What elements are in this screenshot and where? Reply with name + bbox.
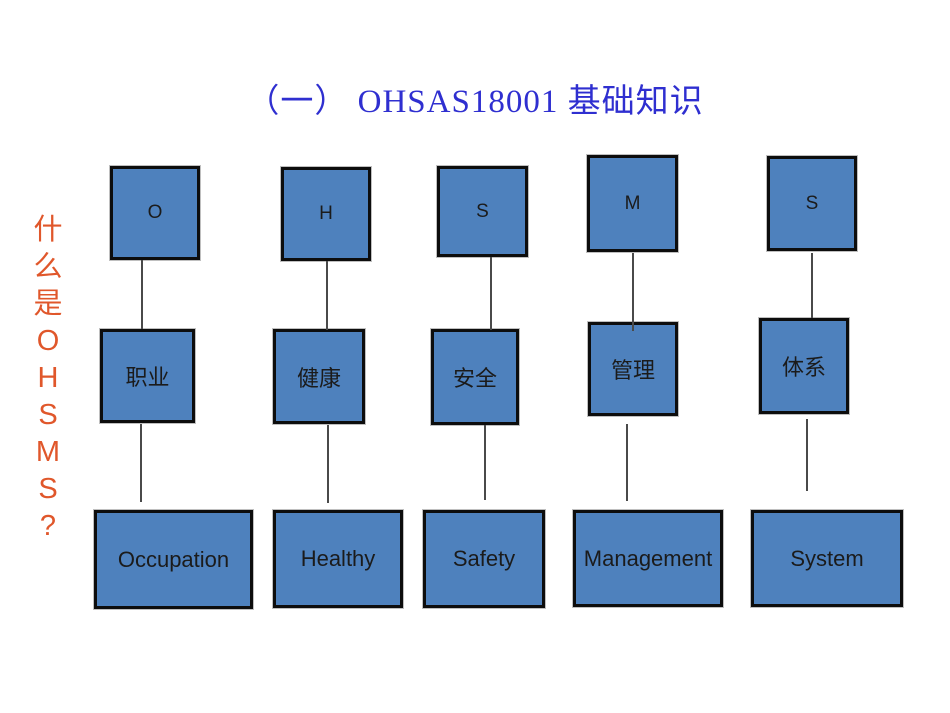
box-top-o: O: [110, 166, 200, 260]
side-label-char: S: [38, 399, 58, 431]
box-top-s2-label: S: [805, 192, 819, 214]
box-top-h: H: [281, 167, 371, 261]
box-bottom-management: Management: [573, 510, 723, 607]
box-bottom-healthy: Healthy: [273, 510, 403, 608]
box-mid-anquan: 安全: [431, 329, 519, 425]
box-mid-tixi: 体系: [759, 318, 849, 414]
box-mid-zhiye: 职业: [100, 329, 195, 423]
side-label-char: O: [36, 325, 60, 357]
box-mid-anquan-label: 安全: [452, 366, 497, 391]
box-top-h-label: H: [319, 203, 333, 224]
box-mid-guanli: 管理: [588, 322, 678, 416]
box-bottom-management-label: Management: [583, 545, 713, 571]
side-label-vertical: 什 么 是 O H S M S ?: [26, 212, 70, 545]
connector-col1-lower: [140, 424, 142, 502]
slide-title: （一） OHSAS18001 基础知识: [246, 84, 704, 120]
box-top-o-label: O: [147, 202, 163, 223]
connector-col2-upper: [326, 261, 328, 330]
box-bottom-safety: Safety: [423, 510, 545, 608]
connector-col2-lower: [327, 425, 329, 503]
box-bottom-occupation: Occupation: [94, 510, 253, 609]
connector-col3-lower: [484, 425, 486, 500]
connector-col3-upper: [490, 257, 492, 330]
side-label-char: 什: [33, 214, 63, 246]
side-label-char: 么: [33, 251, 63, 283]
box-bottom-occupation-label: Occupation: [117, 546, 230, 572]
box-top-s1-label: S: [476, 200, 489, 222]
side-label-char: H: [37, 362, 59, 394]
box-mid-zhiye-label: 职业: [125, 365, 170, 390]
box-top-s1: S: [437, 166, 528, 257]
box-top-s2: S: [767, 156, 857, 251]
box-mid-guanli-label: 管理: [610, 358, 655, 383]
box-bottom-system-label: System: [790, 545, 864, 571]
side-label-char: S: [38, 473, 58, 505]
side-label-char: M: [35, 436, 61, 468]
box-top-m: M: [587, 155, 678, 252]
box-top-m-label: M: [624, 192, 641, 214]
side-label-char: ?: [39, 510, 57, 542]
box-bottom-healthy-label: Healthy: [300, 546, 376, 571]
box-bottom-system: System: [751, 510, 903, 607]
side-label-char: 是: [33, 288, 63, 320]
connector-col5-lower: [806, 419, 808, 491]
connector-col5-upper: [811, 253, 813, 318]
connector-col4-upper: [632, 253, 634, 331]
box-mid-tixi-label: 体系: [781, 355, 826, 380]
box-mid-jiankang-label: 健康: [296, 365, 341, 391]
connector-col1-upper: [141, 260, 143, 329]
box-mid-jiankang: 健康: [273, 329, 365, 424]
box-bottom-safety-label: Safety: [452, 546, 516, 571]
connector-col4-lower: [626, 424, 628, 501]
